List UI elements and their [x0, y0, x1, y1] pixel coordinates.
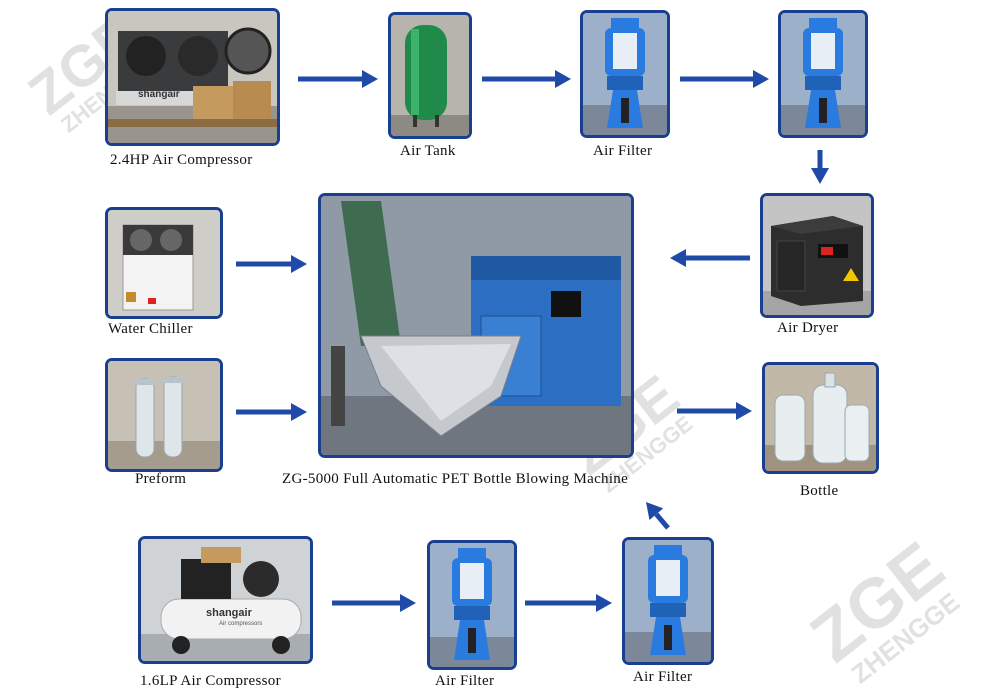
air-filter-icon: [583, 13, 667, 135]
flow-arrow-10-head: [596, 594, 612, 612]
flow-arrow-11-head: [646, 502, 664, 521]
flow-arrow-8-head: [736, 402, 752, 420]
air-filter-icon: [625, 540, 711, 662]
flow-arrow-1-head: [362, 70, 378, 88]
air-filter-4-image: [622, 537, 714, 665]
compressor-icon: [141, 539, 310, 661]
air-dryer-image: [760, 193, 874, 318]
machine-label: ZG-5000 Full Automatic PET Bottle Blowin…: [282, 471, 629, 487]
air-filter-1-image: [580, 10, 670, 138]
water-chiller-image: [105, 207, 223, 319]
flow-arrow-2-head: [555, 70, 571, 88]
air-dryer-label: Air Dryer: [777, 320, 839, 336]
preform-image: [105, 358, 223, 472]
arrow-group: [236, 70, 829, 612]
water-chiller-label: Water Chiller: [108, 321, 193, 337]
compressor-brand: shangair: [138, 89, 180, 100]
flow-arrow-5-head: [670, 249, 686, 267]
air-filter-1-label: Air Filter: [593, 143, 653, 159]
flow-arrow-4-head: [811, 168, 829, 184]
compressor-icon: [108, 11, 277, 143]
compressor-sub-brand: Air compressors: [219, 621, 263, 627]
flow-arrow-3-head: [753, 70, 769, 88]
flow-arrow-7-head: [291, 403, 307, 421]
air-filter-icon: [781, 13, 865, 135]
compressor-top-image: shangair: [105, 8, 280, 146]
flow-arrow-6-head: [291, 255, 307, 273]
preform-icon: [108, 361, 220, 469]
flow-arrow-11-shaft: [654, 512, 670, 530]
bottle-icon: [765, 365, 876, 471]
air-tank-image: [388, 12, 472, 139]
flow-arrow-9-head: [400, 594, 416, 612]
air-tank-label: Air Tank: [400, 143, 456, 159]
preform-label: Preform: [135, 471, 187, 487]
compressor-bottom-image: shangair Air compressors: [138, 536, 313, 664]
air-tank-icon: [391, 15, 469, 136]
air-filter-3-image: [427, 540, 517, 670]
air-dryer-icon: [763, 196, 871, 315]
compressor-bottom-label: 1.6LP Air Compressor: [140, 673, 281, 689]
bottle-image: [762, 362, 879, 474]
machine-icon: [321, 196, 631, 455]
compressor-top-label: 2.4HP Air Compressor: [110, 152, 253, 168]
machine-image: [318, 193, 634, 458]
air-filter-4-label: Air Filter: [633, 669, 693, 685]
water-chiller-icon: [108, 210, 220, 316]
air-filter-icon: [430, 543, 514, 667]
air-filter-3-label: Air Filter: [435, 673, 495, 689]
compressor-brand: shangair: [206, 607, 252, 619]
air-filter-2-image: [778, 10, 868, 138]
bottle-label: Bottle: [800, 483, 839, 499]
